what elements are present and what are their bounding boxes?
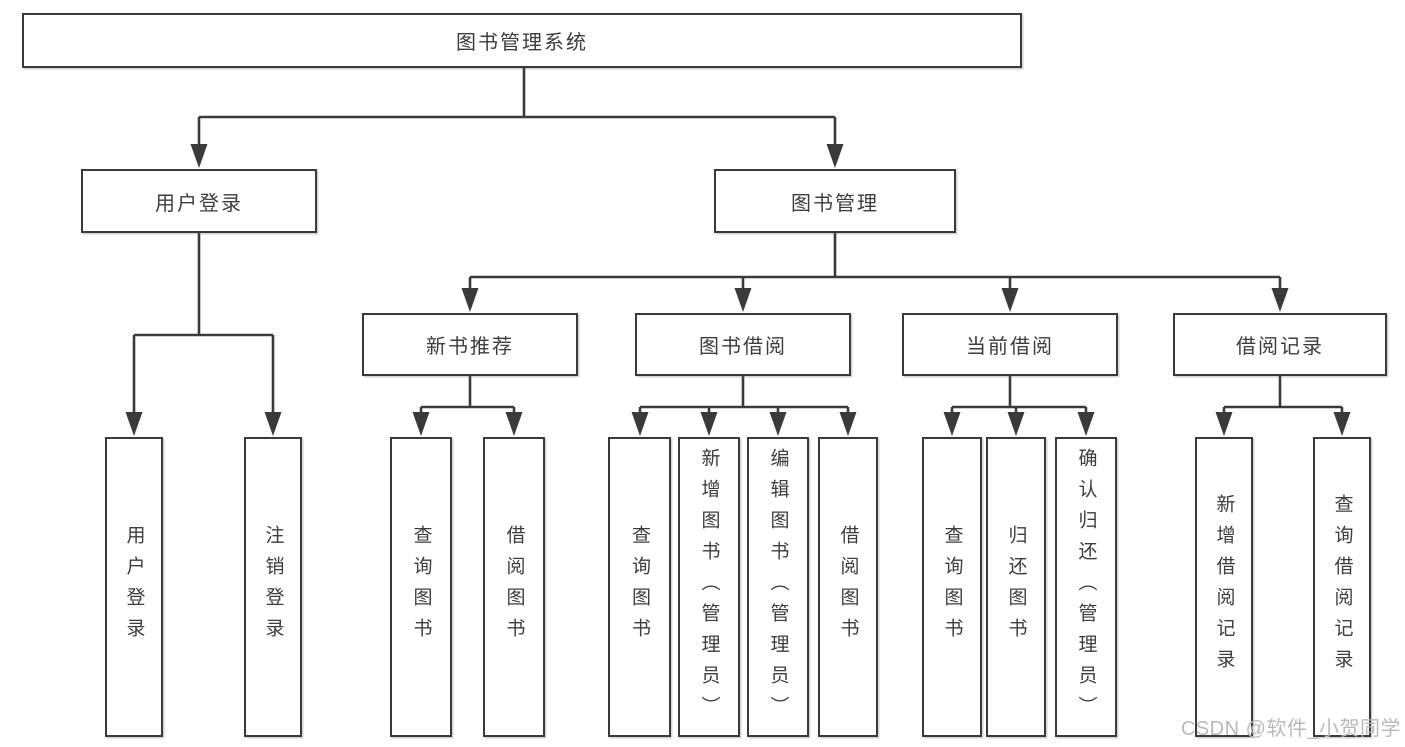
csdn-watermark: CSDN @软件_小贺同学 (1180, 718, 1401, 740)
node-label: 图书借阅 (699, 336, 787, 358)
leaf-query-borrow-record: 查询借阅记录 (1313, 437, 1371, 737)
arrowhead (1077, 412, 1095, 436)
leaf-logout: 注销登录 (244, 437, 302, 737)
leaf-return-books: 归还图书 (986, 437, 1046, 737)
arrowhead (125, 412, 143, 436)
node-label: 图书管理系统 (456, 32, 588, 54)
node-label: 用户登录 (155, 192, 243, 215)
leaf-current-query-books: 查询图书 (922, 437, 982, 737)
leaf-borrowing-query-books: 查询图书 (608, 437, 671, 737)
arrowhead (1001, 288, 1019, 312)
node-book-borrowing: 图书借阅 (635, 313, 851, 376)
node-new-book-recommendation: 新书推荐 (362, 313, 578, 376)
arrowhead (826, 144, 844, 168)
leaf-add-book-admin: 新增图书（管理员） (678, 437, 740, 737)
node-user-login: 用户登录 (81, 169, 317, 233)
node-borrow-records: 借阅记录 (1173, 313, 1387, 376)
leaf-label: 新增借阅记录 (1213, 494, 1235, 680)
node-label: 借阅记录 (1236, 336, 1324, 358)
leaf-label: 查询图书 (629, 525, 650, 649)
arrowhead (734, 288, 752, 312)
node-label: 图书管理 (791, 192, 879, 215)
node-label: 新书推荐 (426, 336, 514, 358)
arrowhead (769, 412, 787, 436)
leaf-label: 查询图书 (941, 525, 963, 649)
leaf-confirm-return-admin: 确认归还（管理员） (1055, 437, 1117, 737)
arrowhead (412, 412, 430, 436)
leaf-label: 借阅图书 (503, 525, 525, 649)
arrowhead (943, 412, 961, 436)
leaf-label: 新增图书（管理员） (698, 447, 720, 727)
leaf-label: 编辑图书（管理员） (767, 447, 789, 727)
arrowhead (700, 412, 718, 436)
leaf-add-borrow-record: 新增借阅记录 (1195, 437, 1253, 737)
leaf-edit-book-admin: 编辑图书（管理员） (747, 437, 809, 737)
leaf-label: 查询图书 (410, 525, 432, 649)
leaf-newbooks-borrow-books: 借阅图书 (483, 437, 545, 737)
leaf-label: 用户登录 (123, 525, 145, 649)
arrowhead (1271, 288, 1289, 312)
leaf-user-login: 用户登录 (105, 437, 163, 737)
leaf-borrow-books: 借阅图书 (818, 437, 878, 737)
leaf-label: 注销登录 (262, 525, 284, 649)
arrowhead (631, 412, 649, 436)
node-label: 当前借阅 (966, 336, 1054, 358)
arrowhead (505, 412, 523, 436)
arrowhead (1007, 412, 1025, 436)
leaf-label: 归还图书 (1005, 525, 1027, 649)
leaf-newbooks-query-books: 查询图书 (390, 437, 452, 737)
node-book-management: 图书管理 (714, 169, 956, 233)
arrowhead (839, 412, 857, 436)
leaf-label: 借阅图书 (837, 525, 859, 649)
arrowhead (1215, 412, 1233, 436)
leaf-label: 确认归还（管理员） (1075, 447, 1097, 727)
node-current-borrowing: 当前借阅 (902, 313, 1118, 376)
arrowhead (461, 288, 479, 312)
leaf-label: 查询借阅记录 (1331, 494, 1353, 680)
node-library-management-system: 图书管理系统 (22, 13, 1022, 68)
arrowhead (264, 412, 282, 436)
arrowhead (190, 144, 208, 168)
arrowhead (1333, 412, 1351, 436)
